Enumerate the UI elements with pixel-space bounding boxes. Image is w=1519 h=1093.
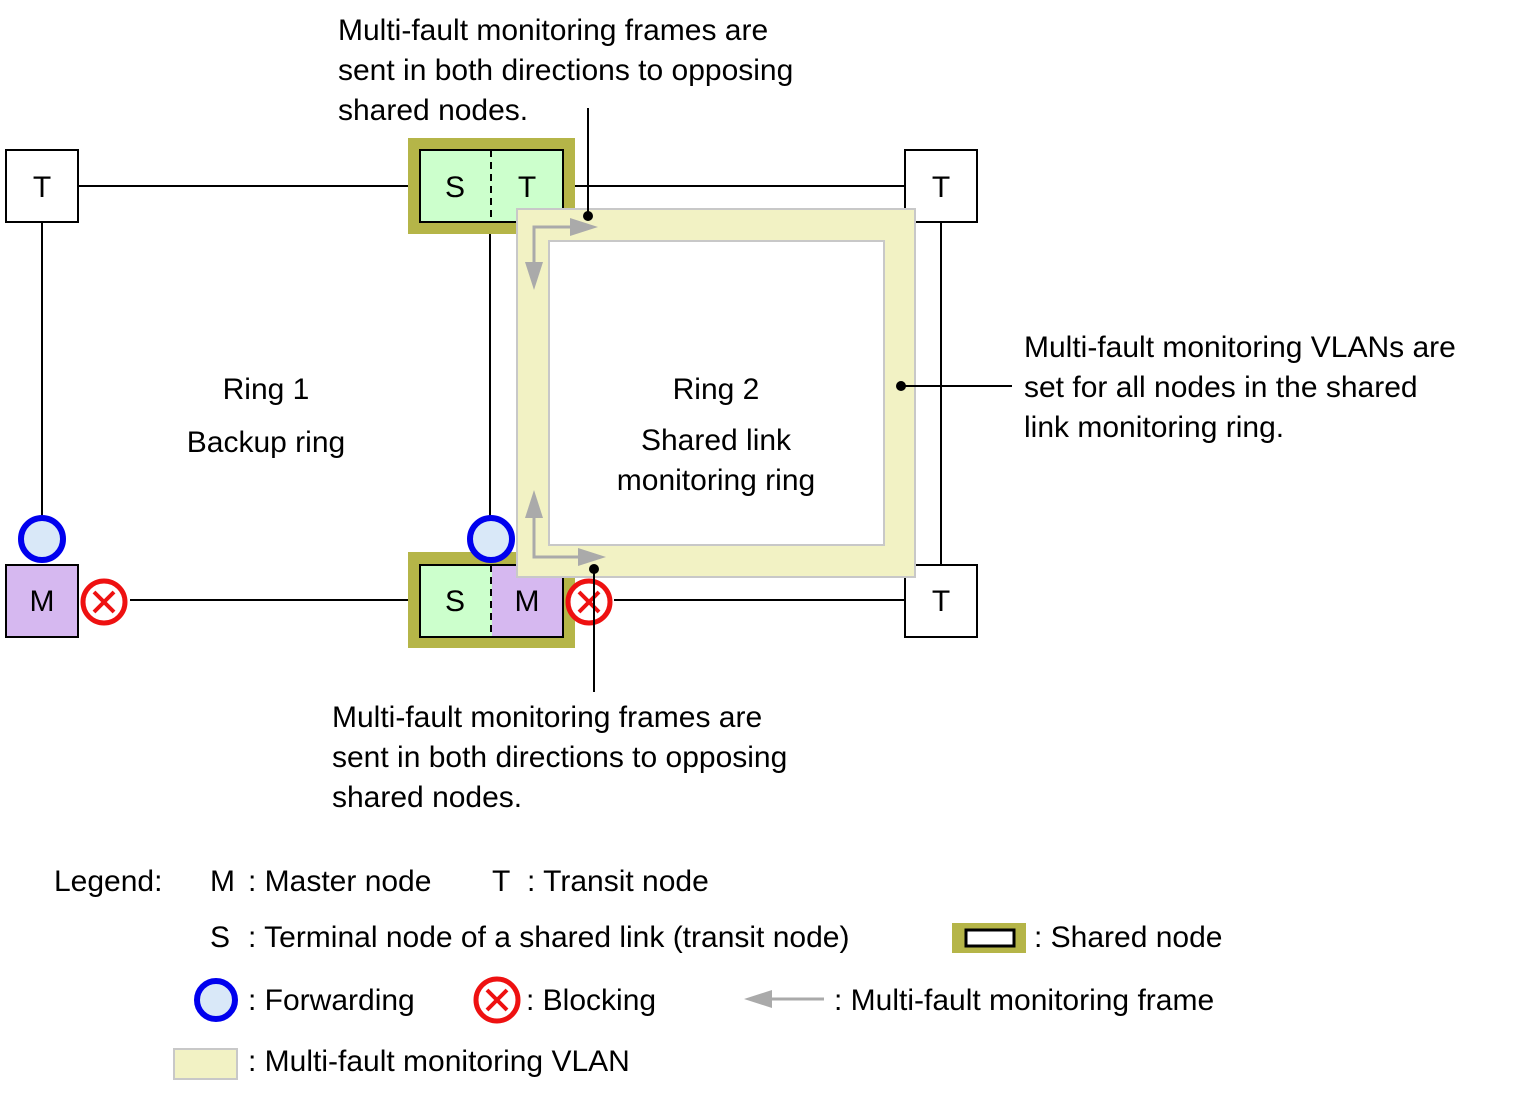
forwarding-port-center: [467, 515, 515, 563]
legend-terminal-key: S: [210, 921, 230, 954]
legend-frame-text: : Multi-fault monitoring frame: [834, 984, 1214, 1017]
legend-shared-node-swatch: [952, 923, 1026, 953]
legend-vlan-swatch: [173, 1048, 238, 1080]
callout-top: [583, 108, 593, 221]
annotation-top-line3: shared nodes.: [338, 94, 528, 127]
node-bottom-right-label: T: [932, 585, 950, 618]
annotation-right-line2: set for all nodes in the shared: [1024, 371, 1418, 404]
shared-top-left-label: S: [445, 171, 465, 204]
legend-transit-text: : Transit node: [527, 865, 709, 898]
frame-arrow-top-down-head: [525, 262, 543, 290]
annotation-right-line3: link monitoring ring.: [1024, 411, 1284, 444]
shared-top-right-label: T: [518, 171, 536, 204]
node-top-right-transit[interactable]: T: [904, 149, 978, 223]
node-top-left-transit[interactable]: T: [5, 149, 79, 223]
legend-vlan-text: : Multi-fault monitoring VLAN: [248, 1045, 630, 1078]
legend-master-text: : Master node: [248, 865, 431, 898]
ring1-role: Backup ring: [187, 426, 345, 459]
node-top-right-label: T: [932, 171, 950, 204]
frame-arrow-bottom-right-head: [578, 548, 606, 566]
legend-master-key: M: [210, 865, 235, 898]
forwarding-port-left: [18, 515, 66, 563]
annotation-right: Multi-fault monitoring VLANs are set for…: [1024, 331, 1456, 444]
annotation-bottom-line2: sent in both directions to opposing: [332, 741, 787, 774]
annotation-bottom: Multi-fault monitoring frames are sent i…: [332, 701, 787, 814]
callout-bottom: [589, 564, 599, 692]
legend-terminal-text: : Terminal node of a shared link (transi…: [248, 921, 849, 954]
ring2-role-line1: Shared link: [641, 424, 792, 457]
legend: Legend: M : Master node T : Transit node…: [54, 865, 1222, 1080]
annotation-bottom-line3: shared nodes.: [332, 781, 522, 814]
annotation-top-line1: Multi-fault monitoring frames are: [338, 14, 768, 47]
legend-blocking-text: : Blocking: [526, 984, 656, 1017]
frame-arrows-top: [525, 218, 598, 290]
blocking-port-right: [565, 578, 613, 626]
multi-fault-vlan-band: [516, 208, 916, 578]
legend-title: Legend:: [54, 865, 162, 898]
shared-bottom-right-label: M: [515, 585, 540, 618]
legend-blocking-swatch: [473, 976, 521, 1024]
legend-forwarding-text: : Forwarding: [248, 984, 415, 1017]
legend-forwarding-swatch: [194, 978, 238, 1022]
callout-right: [896, 381, 1012, 391]
frame-arrows-bottom: [525, 490, 606, 566]
ring2-role-line2: monitoring ring: [617, 464, 815, 497]
frame-arrow-top-right-head: [570, 218, 598, 236]
annotation-bottom-line1: Multi-fault monitoring frames are: [332, 701, 762, 734]
node-bottom-right-transit[interactable]: T: [904, 564, 978, 638]
annotation-right-line1: Multi-fault monitoring VLANs are: [1024, 331, 1456, 364]
node-bottom-left-master[interactable]: M: [5, 564, 79, 638]
legend-transit-key: T: [492, 865, 510, 898]
ring2-name: Ring 2: [673, 373, 760, 406]
node-top-left-label: T: [33, 171, 51, 204]
frame-arrow-bottom-up-head: [525, 490, 543, 518]
legend-frame-arrow-swatch: [744, 990, 824, 1008]
blocking-port-left: [80, 578, 128, 626]
annotation-top: Multi-fault monitoring frames are sent i…: [338, 14, 793, 127]
shared-bottom-left-label: S: [445, 585, 465, 618]
ring-links: [41, 185, 942, 601]
annotation-top-line2: sent in both directions to opposing: [338, 54, 793, 87]
legend-shared-text: : Shared node: [1034, 921, 1222, 954]
ring1-name: Ring 1: [223, 373, 310, 406]
node-bottom-left-label: M: [30, 585, 55, 618]
